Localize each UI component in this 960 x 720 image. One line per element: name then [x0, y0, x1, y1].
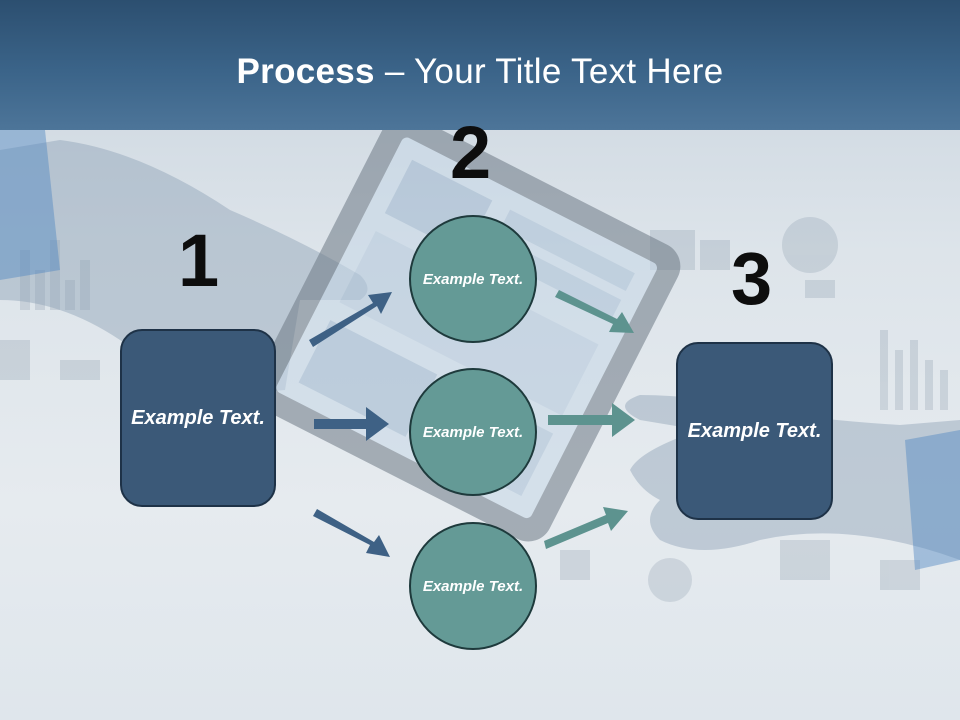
title-rest: – Your Title Text Here — [374, 52, 724, 91]
title-bar: Process – Your Title Text Here — [0, 0, 960, 130]
circle-bottom-text: Example Text. — [422, 577, 524, 595]
page-title: Process – Your Title Text Here — [0, 52, 960, 92]
step-3-text: Example Text. — [687, 419, 822, 442]
step-3-box: Example Text. — [676, 342, 833, 520]
step-number-2: 2 — [450, 111, 492, 194]
circle-top-text: Example Text. — [422, 270, 524, 288]
step-number-1: 1 — [178, 219, 220, 302]
title-bold: Process — [236, 52, 375, 91]
step-2-circle-middle: Example Text. — [409, 368, 537, 496]
step-1-box: Example Text. — [120, 329, 276, 507]
circle-middle-text: Example Text. — [422, 423, 524, 441]
step-2-circle-bottom: Example Text. — [409, 522, 537, 650]
step-number-3: 3 — [731, 237, 773, 320]
step-1-text: Example Text. — [131, 406, 265, 429]
step-2-circle-top: Example Text. — [409, 215, 537, 343]
